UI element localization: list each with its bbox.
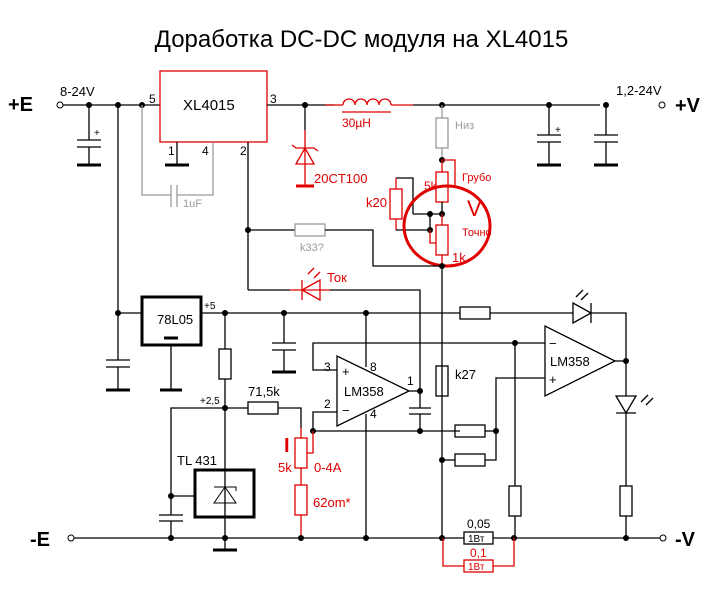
svg-text:2: 2 — [240, 144, 247, 158]
r-low-label: Низ — [455, 120, 474, 132]
svg-text:3: 3 — [324, 360, 331, 374]
cap-1uf-label: 1uF — [183, 198, 202, 210]
pot-current-range: 0-4A — [314, 460, 342, 475]
led-current-label: Ток — [327, 270, 347, 285]
r-k27-label: k27 — [455, 367, 476, 382]
svg-text:+: + — [549, 372, 557, 387]
rail-5-label: +5 — [204, 301, 216, 312]
xl4015-label: XL4015 — [183, 97, 235, 114]
voltage-mark: V — [467, 196, 482, 221]
svg-text:1: 1 — [407, 374, 414, 388]
r-62om-label: 62om* — [313, 495, 351, 510]
shunt-black-value: 0,05 — [467, 517, 491, 531]
svg-text:4: 4 — [202, 144, 209, 158]
opamp2-label: LM358 — [550, 354, 590, 369]
svg-text:−: − — [549, 336, 557, 351]
shunt-red-value: 0,1 — [470, 546, 487, 560]
minus-v-label: -V — [675, 529, 696, 551]
r-71-5k-label: 71,5k — [248, 384, 280, 399]
output-stage: 30µH 20CT100 + 1,2-24V +V — [267, 83, 701, 188]
current-mark: I — [284, 435, 290, 457]
rail-2-5-label: +2,5 — [200, 396, 220, 407]
tl431-label: TL 431 — [177, 453, 217, 468]
minus-e-label: -E — [30, 529, 50, 551]
pot-fine-label: Точно — [462, 227, 492, 239]
input-range-label: 8-24V — [60, 84, 95, 99]
svg-text:1: 1 — [168, 144, 175, 158]
current-led: Ток — [248, 267, 421, 390]
r-k33-label: k33? — [300, 242, 324, 254]
minus-e-terminal[interactable] — [67, 534, 75, 542]
input-rail: +E 8-24V + — [8, 84, 160, 313]
diode-label: 20CT100 — [314, 171, 367, 186]
svg-text:2: 2 — [324, 397, 331, 411]
svg-text:−: − — [342, 403, 350, 418]
ground-rail: -E 1Вт 0,05 -V 1Вт 0,1 — [30, 517, 696, 573]
shunt-black-power: 1Вт — [468, 534, 485, 545]
pot-coarse-label: Грубо — [462, 172, 491, 184]
regulator-78l05: 78L05 +5 +2,5 71,5k — [106, 295, 460, 538]
plus-v-terminal[interactable] — [658, 101, 666, 109]
opamp1-label: LM358 — [344, 384, 384, 399]
svg-text:+: + — [555, 125, 561, 136]
plus-v-label: +V — [675, 95, 701, 117]
opamp-1: LM358 + − 3 8 2 4 1 k27 — [310, 313, 545, 541]
schematic-title: Доработка DC-DC модуля на XL4015 — [154, 26, 569, 53]
inductor-label: 30µH — [342, 116, 371, 130]
svg-text:5: 5 — [149, 92, 156, 106]
svg-text:+: + — [342, 364, 350, 379]
current-setting: I 5k 0-4A 62om* TL 431 — [159, 428, 351, 552]
r-k20-label: k20 — [366, 195, 387, 210]
xl4015-ic: XL4015 5 3 1 4 2 1uF — [141, 70, 277, 290]
shunt-red-power: 1Вт — [468, 562, 485, 573]
minus-v-terminal[interactable] — [659, 534, 667, 542]
output-range-label: 1,2-24V — [616, 83, 662, 98]
pot-fine-value: 1k — [452, 250, 466, 265]
plus-e-terminal[interactable] — [56, 101, 64, 109]
svg-text:3: 3 — [270, 92, 277, 106]
reg-78l05-label: 78L05 — [157, 312, 193, 327]
svg-text:+: + — [94, 128, 100, 139]
voltage-divider: Низ 5k Грубо k20 1k Точно V k33? — [248, 105, 492, 538]
opamp-2: LM358 − + — [459, 289, 654, 538]
svg-text:8: 8 — [370, 360, 377, 374]
svg-text:4: 4 — [370, 407, 377, 421]
pot-current-value: 5k — [278, 460, 292, 475]
plus-e-label: +E — [8, 94, 33, 116]
